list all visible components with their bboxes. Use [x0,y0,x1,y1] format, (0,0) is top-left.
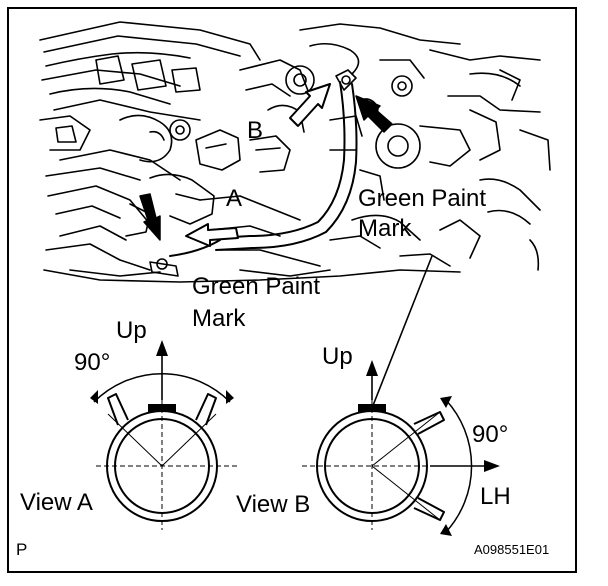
figure-frame [7,7,577,573]
green-paint-mark-right-line2: Mark [358,215,412,242]
green-paint-mark-right-line1: Green Paint [358,185,487,212]
engine-illustration [39,21,551,283]
white-arrow-top [289,83,331,127]
leader-line-view-b [371,255,433,409]
view-b-diagram [302,360,500,536]
corner-letter: P [16,540,28,559]
figure-code: A098551E01 [474,542,550,557]
view-a-angle-label: 90° [74,349,111,376]
hose-b-label: B [247,117,264,144]
green-paint-mark-left-line2: Mark [192,305,246,332]
view-b-up-label: Up [322,343,353,370]
view-b-title: View B [236,491,311,518]
black-arrow-top-right [355,95,393,133]
view-b-angle-label: 90° [472,421,509,448]
black-arrow-left-clamp [139,193,161,241]
view-b-direction-label: LH [480,483,511,510]
white-arrow-hose-a [185,223,239,247]
hose-a-label: A [226,185,243,212]
view-a-diagram [90,340,240,530]
view-a-title: View A [20,489,93,516]
green-paint-mark-left-line1: Green Paint [192,273,321,300]
view-a-up-label: Up [116,317,147,344]
